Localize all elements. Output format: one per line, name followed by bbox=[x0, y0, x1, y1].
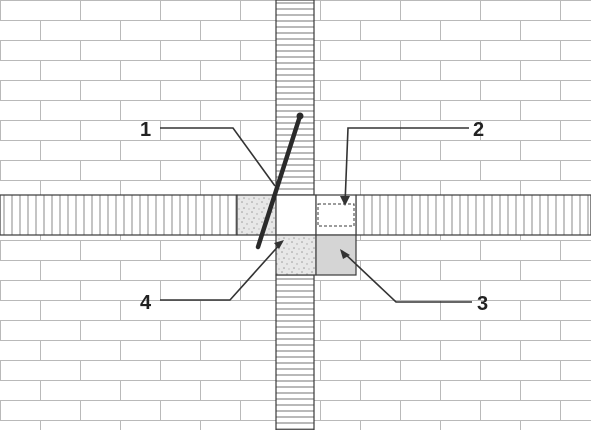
leader-arrow-3 bbox=[340, 249, 350, 259]
callout-2-label: 2 bbox=[473, 119, 484, 141]
vertical-member-top bbox=[275, 0, 315, 196]
junction-block-center bbox=[275, 194, 317, 236]
callout-1-label: 1 bbox=[140, 119, 151, 141]
leader-arrow-4 bbox=[274, 240, 284, 249]
callout-4-label: 4 bbox=[140, 292, 152, 314]
leader-line-2 bbox=[344, 127, 469, 205]
leader-line-1 bbox=[160, 127, 276, 187]
leader-line-4 bbox=[160, 241, 283, 301]
leader-line-3 bbox=[341, 250, 472, 303]
vertical-member-bottom bbox=[275, 274, 315, 430]
leader-arrow-2 bbox=[340, 196, 350, 206]
horizontal-member-right bbox=[355, 194, 591, 236]
junction-block-right bbox=[315, 194, 357, 236]
diagonal-rod bbox=[255, 113, 303, 250]
fastener-slot bbox=[317, 203, 355, 227]
rod-end-knob bbox=[296, 112, 304, 120]
callout-3-label: 3 bbox=[477, 293, 488, 315]
horizontal-member-left bbox=[0, 194, 238, 236]
